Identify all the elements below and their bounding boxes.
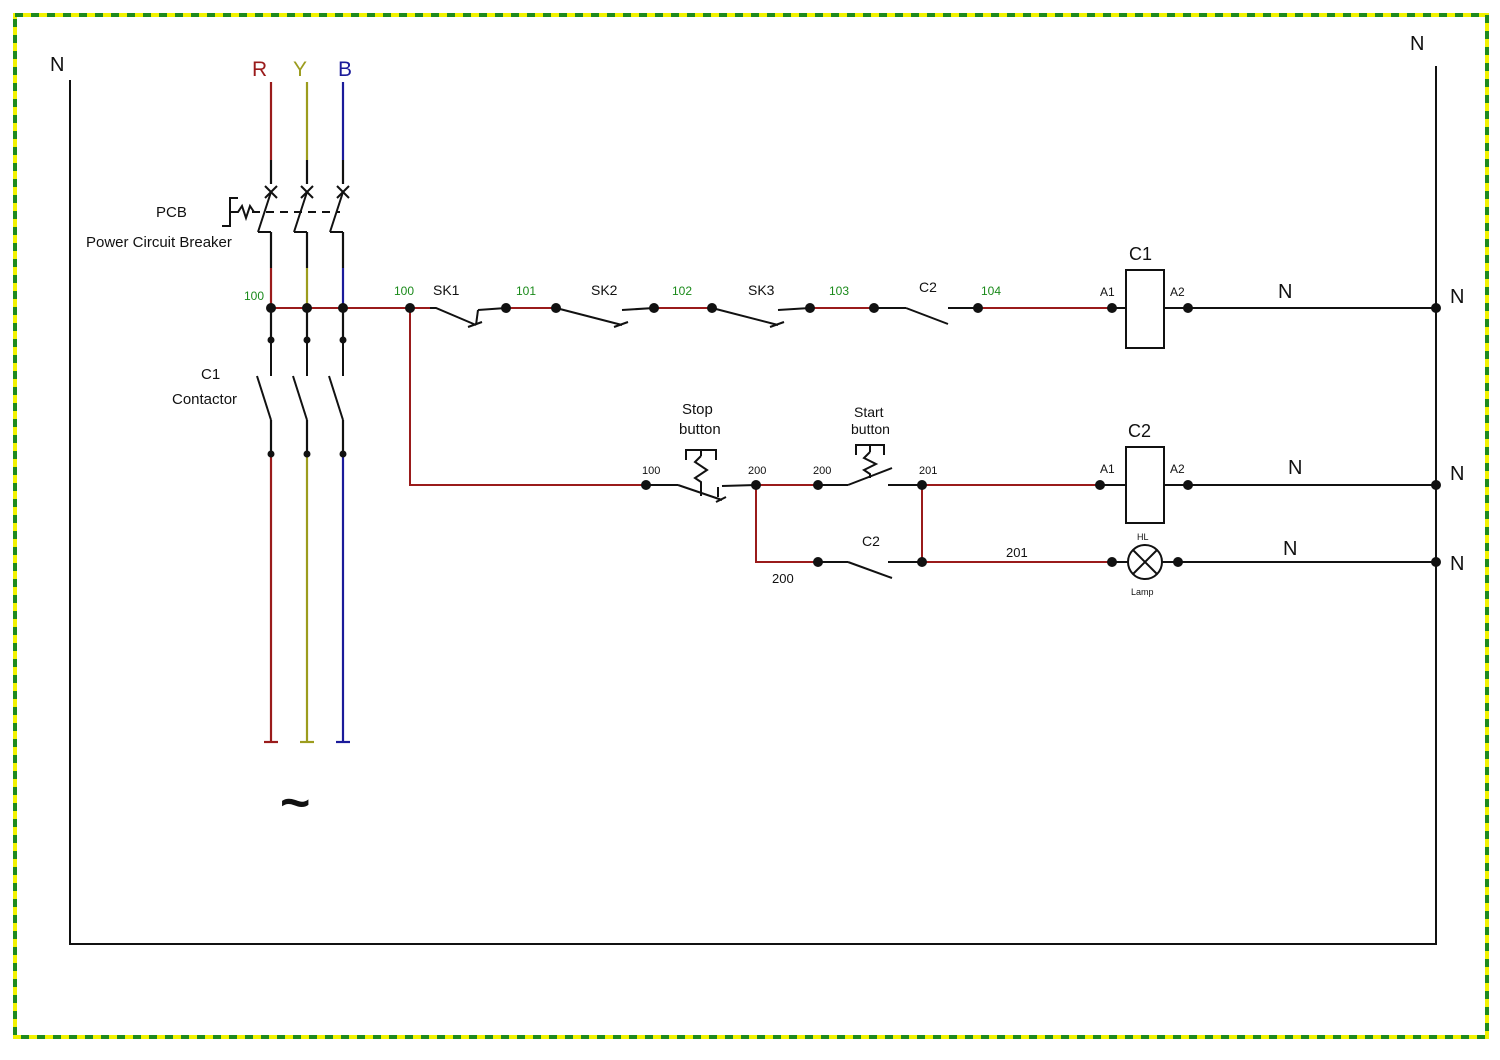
start-button [818,444,922,486]
ac-supply-symbol: ~ [280,774,310,832]
stop-button-label-2: button [679,421,721,438]
phase-y-label: Y [293,58,307,81]
rung-1: 100 SK1 101 SK2 102 SK3 103 C2 104 C1 A1… [266,244,1464,486]
coil-c2-label: C2 [1128,421,1151,441]
phase-b-label: B [338,58,352,81]
lamp-hl [1112,544,1436,580]
rung-2-neutral-end: N [1450,463,1464,485]
rung-3-wire-201: 201 [1006,545,1028,560]
rung-1-wire-102: 102 [672,284,692,298]
rung-3-wire-200: 200 [772,571,794,586]
rung-2-wire-200-a: 200 [748,465,766,477]
contactor-name-label: Contactor [172,391,237,408]
breaker-name-label: Power Circuit Breaker [86,234,232,251]
phase-r-label: R [252,58,267,81]
breaker-tag-label: PCB [156,204,187,221]
rung-2-wire-100: 100 [642,465,660,477]
sk1-label: SK1 [433,282,460,298]
rung-1-nodes [266,303,1441,313]
rung-1-c2-contact-label: C2 [919,279,937,295]
coil-c1-a2-label: A2 [1170,285,1185,299]
coil-c1-label: C1 [1129,244,1152,264]
c2-holding-contact [818,561,922,579]
coil-c2-a2-label: A2 [1170,462,1185,476]
rung-1-neutral-end: N [1450,286,1464,308]
coil-c1-a1-label: A1 [1100,285,1115,299]
rung-1-contacts [430,307,1436,328]
rung-2-neutral-mid: N [1288,457,1302,479]
phase-b-conductor [336,82,350,744]
rung-1-wires [271,307,1112,486]
neutral-left-label: N [50,54,64,76]
rung-1-wire-103: 103 [829,284,849,298]
stop-button-label-1: Stop [682,401,713,418]
rung-2-wire-200-b: 200 [813,465,831,477]
coil-c2-a1-label: A1 [1100,462,1115,476]
rung-3-neutral-mid: N [1283,538,1297,560]
power-section: R Y B [86,58,352,832]
rung-1-neutral-mid: N [1278,281,1292,303]
lamp-tag-label: HL [1137,532,1149,542]
rung-2-wire-201: 201 [919,465,937,477]
rung-1-wire-100: 100 [394,284,414,298]
phase-y-conductor [300,82,314,744]
rung-3-c2-contact-label: C2 [862,533,880,549]
neutral-bus [69,66,1437,945]
neutral-right-label: N [1410,33,1424,55]
rung-1-wire-101: 101 [516,284,536,298]
rung-2-nodes [641,480,1441,490]
coil-c2 [1125,446,1165,524]
start-button-label-1: Start [854,404,884,420]
frame-border [13,13,1489,1039]
rung-2-wires [755,484,1112,563]
rung-3: C2 200 201 HL Lamp N N [772,532,1464,597]
rung-2: Stop button 100 200 200 Start button 201… [641,401,1464,563]
sk3-label: SK3 [748,282,775,298]
stop-button [646,449,757,503]
sk2-label: SK2 [591,282,618,298]
rung-1-wire-104: 104 [981,284,1001,298]
rung-3-neutral-end: N [1450,553,1464,575]
circuit-breaker-symbol [222,185,350,233]
breaker-wire-number: 100 [244,289,264,303]
rung-3-nodes [813,557,1441,567]
lamp-name-label: Lamp [1131,587,1154,597]
contactor-c1-contacts [256,336,347,458]
coil-c1 [1125,269,1165,349]
contactor-tag-label: C1 [201,366,220,383]
start-button-label-2: button [851,421,890,437]
phase-r-conductor [264,82,278,744]
